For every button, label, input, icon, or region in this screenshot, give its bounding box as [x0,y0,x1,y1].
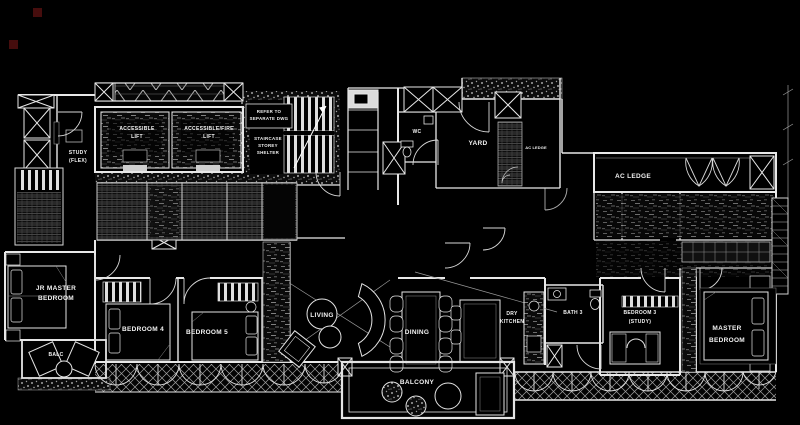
xbox-column [23,139,51,171]
bedroom3-desk [609,295,679,365]
texture-zones [262,121,789,373]
refer-note-label-2: SEPARATE DWG [250,116,289,121]
study-area [14,121,83,246]
ac-ledge-louvres [685,157,740,188]
master-bedroom-label: MASTER [712,325,741,332]
wc-fixtures [400,115,434,158]
xbox-column [749,155,775,190]
living-label: LIVING [310,312,333,319]
xbox-column [337,357,353,377]
xbox-column [17,94,55,109]
corner-marks [9,8,42,49]
jr-master-label: JR MASTER [36,285,76,292]
wc-label: WC [413,129,422,135]
wall-pillar [681,267,697,373]
bedroom4-furniture [102,281,171,361]
xbox-column [403,86,434,113]
staircase [245,96,335,174]
left-balcony-furniture [21,339,107,379]
curved-sofa [357,282,386,358]
study-flex-label: STUDY [69,150,88,156]
accessible-lift-label: ACCESSIBLE [119,126,155,132]
room-labels: ACCESSIBLE LIFT ACCESSIBLE/FIRE LIFT REF… [36,109,745,386]
bedroom3-label: BEDROOM 3 [624,310,657,316]
ladder-hatch [771,197,789,295]
master-bed [699,275,777,372]
xbox-column [94,82,114,102]
furniture [5,115,777,420]
wardrobe-row [96,182,298,241]
fire-lift-label-2: LIFT [203,134,215,140]
study-flex-label-2: (FLEX) [69,158,87,164]
bath3-fixtures [547,287,602,310]
door-arcs [57,101,723,370]
staircase-label-2: STOREY [258,143,278,148]
white-block [347,89,379,109]
bedroom4-label: BEDROOM 4 [122,326,164,333]
balcony-furniture [340,360,516,420]
xbox-column [432,86,463,113]
lift-lobby [100,111,242,171]
study-cabinet [65,129,83,143]
bedroom3-label-2: (STUDY) [629,319,651,325]
dining-label: DINING [405,329,430,336]
jr-master-bed [5,253,67,342]
stair-note-box [245,103,293,129]
fire-lift-label: ACCESSIBLE/FIRE [184,126,234,132]
balcony-label: BALCONY [400,379,435,386]
yard-label: YARD [468,140,487,147]
ac-ledge-label: AC LEDGE [615,173,651,180]
dry-kitchen-label-2: KITCHEN [500,319,524,325]
refer-note-label: REFER TO [257,109,282,114]
service-riser [497,121,523,187]
ac-ledge-small-label: AC LEDGE [525,145,547,150]
xbox-column [494,91,522,119]
left-balcony-label: BALC [48,352,63,358]
window-arcs [94,363,777,392]
kitchen-island [450,291,545,365]
accessible-lift-label-2: LIFT [131,134,143,140]
dry-kitchen-label: DRY [506,311,518,317]
xbox-column [223,82,244,102]
bedroom5-furniture [191,282,259,361]
xbox-column [23,107,51,139]
bath3-label: BATH 3 [563,310,583,316]
staircase-label: STAIRCASE [254,136,282,141]
staircase-label-3: SHELTER [257,150,280,155]
living-furniture [278,282,386,368]
xbox-column [546,344,563,368]
master-bedroom-label-2: BEDROOM [709,337,745,344]
structural-columns [17,82,775,377]
desk-chair [626,338,646,349]
bedroom5-label: BEDROOM 5 [186,329,228,336]
dining-set [389,291,453,373]
jr-master-label-2: BEDROOM [38,295,74,302]
xbox-column [382,141,406,175]
stair-direction-arrow [293,105,327,169]
